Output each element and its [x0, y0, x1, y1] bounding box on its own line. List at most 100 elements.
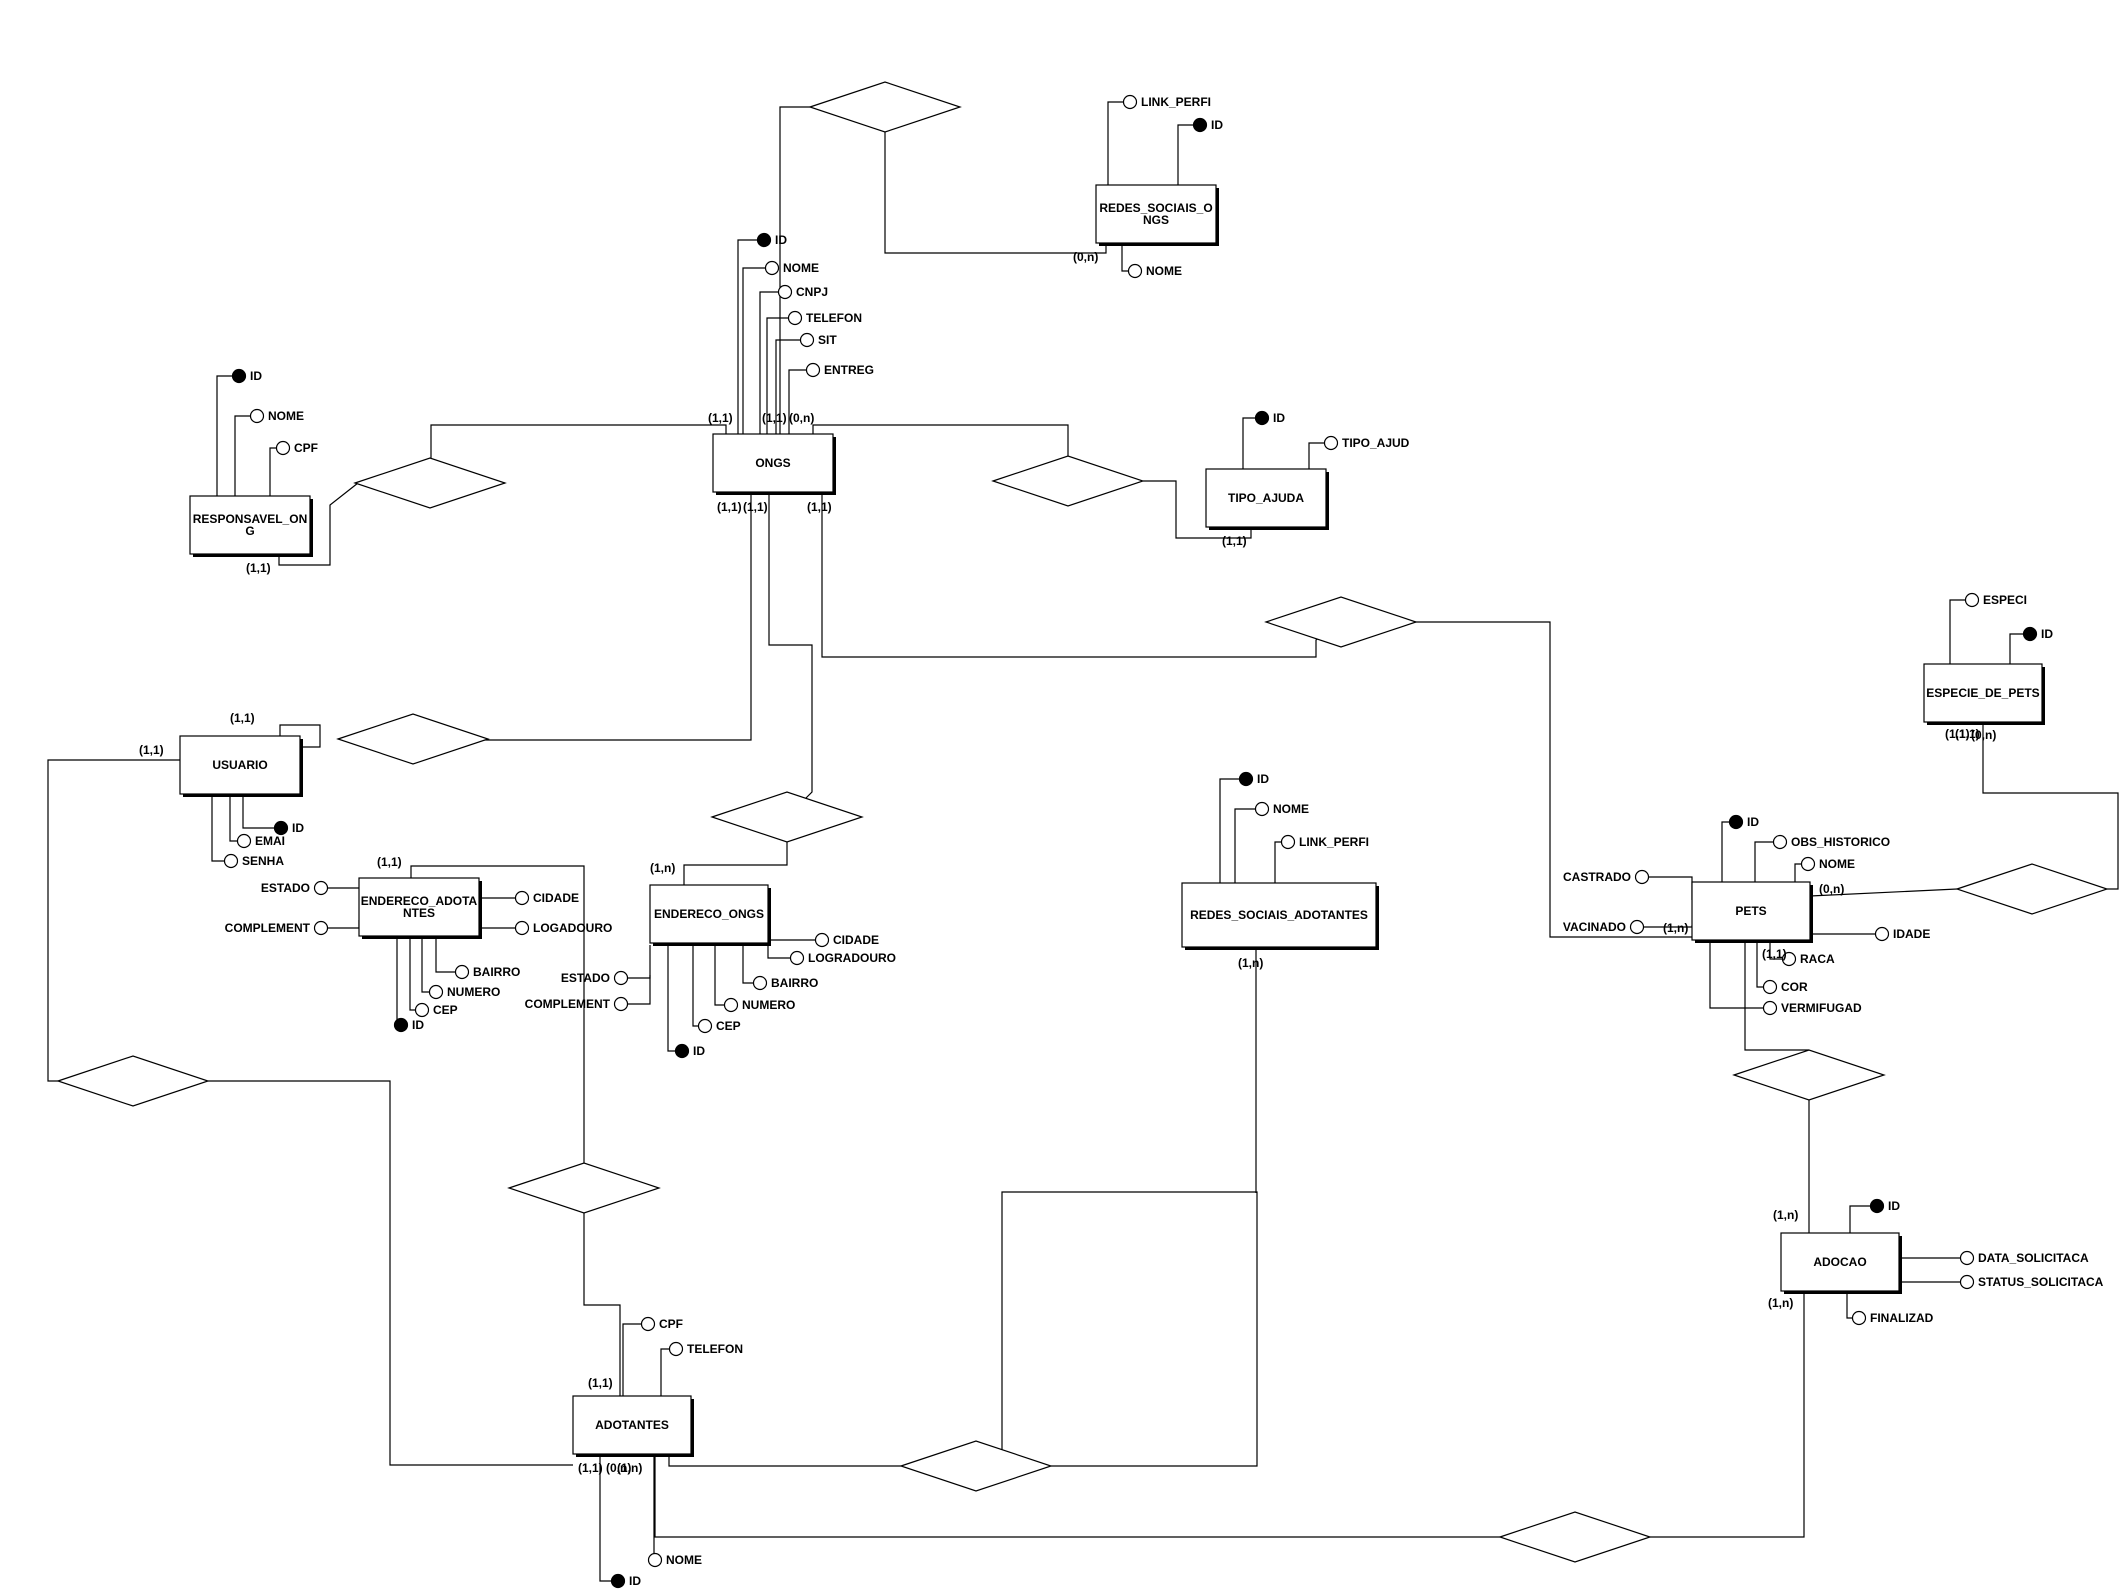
entity-especie[interactable]: ESPECIE_DE_PETS	[1923, 663, 2045, 725]
attribute-circle	[236, 833, 252, 849]
attribute-circle	[428, 984, 444, 1000]
key-attribute: ID	[1177, 117, 1223, 185]
entity-redes-ongs[interactable]: REDES_SOCIAIS_ONGS	[1095, 184, 1219, 246]
entity-end-adotantes[interactable]: ENDERECO_ADOTANTES	[358, 877, 482, 939]
relationship-diamond[interactable]	[507, 1162, 661, 1214]
attribute-label: ID	[1273, 411, 1285, 425]
attribute: LINK_PERFI	[1107, 94, 1211, 185]
attribute-label: ESTADO	[561, 971, 610, 985]
entity-label: REDES_SOCIAIS_O	[1099, 201, 1212, 215]
cardinality-label: (1,1)	[708, 411, 733, 425]
entity-label: ENDERECO_ONGS	[654, 907, 764, 921]
connector-line	[1143, 480, 1252, 539]
attribute-circle	[697, 1018, 713, 1034]
attribute-circle	[414, 1002, 430, 1018]
attribute-circle	[814, 932, 830, 948]
attributes: LINK_PERFIIDNOMEIDNOMECNPJTELEFONSITENTR…	[211, 94, 2104, 1589]
connector-line	[279, 724, 321, 748]
key-attribute: ID	[667, 943, 705, 1059]
attribute: NUMERO	[714, 943, 795, 1013]
attribute-circle	[613, 970, 629, 986]
key-attribute-dot	[1238, 771, 1254, 787]
connector-line	[1650, 1291, 1805, 1538]
key-attribute-dot	[1254, 410, 1270, 426]
attribute-circle	[799, 332, 815, 348]
attribute-circle	[514, 920, 530, 936]
relationship-diamond[interactable]	[1732, 1049, 1886, 1101]
entity-pets[interactable]: PETS	[1691, 881, 1813, 943]
key-attribute-dot	[1869, 1198, 1885, 1214]
cardinality-label: (1,n)	[1238, 956, 1263, 970]
cardinality-label: (1,1)	[743, 500, 768, 514]
attribute: VERMIFUGAD	[1709, 940, 1862, 1016]
attribute-label: NOME	[1273, 802, 1309, 816]
attribute-circle	[647, 1552, 663, 1568]
attribute: NOME	[1794, 856, 1855, 882]
attribute-label: NOME	[783, 261, 819, 275]
attribute: OBS_HISTORICO	[1754, 834, 1890, 882]
attribute: NOME	[742, 260, 819, 434]
attribute-label: CPF	[294, 441, 318, 455]
attribute: LOGADOURO	[469, 918, 612, 936]
connector-line	[410, 865, 585, 1163]
relationship-diamond[interactable]	[353, 457, 507, 509]
connector-line	[208, 1080, 573, 1466]
cardinality-label: (1,1)	[246, 561, 271, 575]
cardinality-label: (1,1)	[1762, 947, 1787, 961]
attribute-circle	[787, 310, 803, 326]
entity-responsavel[interactable]: RESPONSAVEL_ONG	[189, 495, 313, 557]
connector-line	[768, 492, 813, 818]
cardinality-label: (0,n)	[1971, 728, 1996, 742]
entity-adotantes[interactable]: ADOTANTES	[572, 1395, 694, 1457]
connector-line	[1001, 1191, 1258, 1467]
attribute-label: COR	[1781, 980, 1808, 994]
attribute: ESTADO	[261, 880, 359, 896]
entity-label: REDES_SOCIAIS_ADOTANTES	[1190, 908, 1368, 922]
relationship-diamond[interactable]	[1498, 1511, 1652, 1563]
attribute: CASTRADO	[1563, 869, 1693, 900]
entity-label: NGS	[1143, 213, 1169, 227]
entity-adocao[interactable]: ADOCAO	[1780, 1232, 1902, 1294]
cardinality-label: (0,n)	[606, 1461, 631, 1475]
entity-end-ongs[interactable]: ENDERECO_ONGS	[649, 884, 771, 946]
relationship-diamond[interactable]	[1955, 863, 2109, 915]
connector-lines	[47, 106, 2119, 1538]
entity-ongs[interactable]: ONGS	[712, 433, 836, 495]
attribute: CIDADE	[767, 905, 879, 948]
relationship-diamond[interactable]	[808, 81, 962, 133]
key-attribute: ID	[2009, 626, 2053, 664]
attribute: SIT	[775, 332, 837, 434]
attribute-circle	[1127, 263, 1143, 279]
attribute-label: NOME	[1146, 264, 1182, 278]
key-attribute: ID	[393, 936, 424, 1033]
cardinality-label: (1,1)	[578, 1461, 603, 1475]
entity-label: RESPONSAVEL_ON	[193, 512, 307, 526]
attribute-label: EMAI	[255, 834, 285, 848]
key-attribute-dot	[393, 1017, 409, 1033]
attribute-circle	[313, 920, 329, 936]
entity-redes-adotantes[interactable]: REDES_SOCIAIS_ADOTANTES	[1181, 882, 1379, 950]
relationship-diamond[interactable]	[991, 455, 1145, 507]
key-attribute: ID	[216, 368, 262, 496]
attribute-label: TELEFON	[806, 311, 862, 325]
relationship-diamond[interactable]	[336, 713, 490, 765]
entity-tipo-ajuda[interactable]: TIPO_AJUDA	[1205, 468, 1329, 530]
key-attribute-dot	[2022, 626, 2038, 642]
attribute: NOME	[234, 408, 304, 496]
attribute: DATA_SOLICITACA	[1898, 1250, 2089, 1266]
attribute-circle	[1762, 1000, 1778, 1016]
attribute: SENHA	[211, 794, 284, 869]
relationship-diamond[interactable]	[56, 1055, 210, 1107]
entity-usuario[interactable]: USUARIO	[179, 735, 303, 797]
relationship-diamond[interactable]	[1264, 596, 1418, 648]
key-attribute-dot	[1192, 117, 1208, 133]
relationship-diamond[interactable]	[899, 1440, 1053, 1492]
attribute-label: ID	[693, 1044, 705, 1058]
attribute-circle	[777, 284, 793, 300]
attribute-circle	[789, 950, 805, 966]
attribute-circle	[1959, 1274, 1975, 1290]
relationship-diamond[interactable]	[710, 791, 864, 843]
entity-label: ADOCAO	[1813, 1255, 1866, 1269]
attribute: LINK_PERFI	[1274, 834, 1369, 883]
key-attribute-dot	[273, 820, 289, 836]
